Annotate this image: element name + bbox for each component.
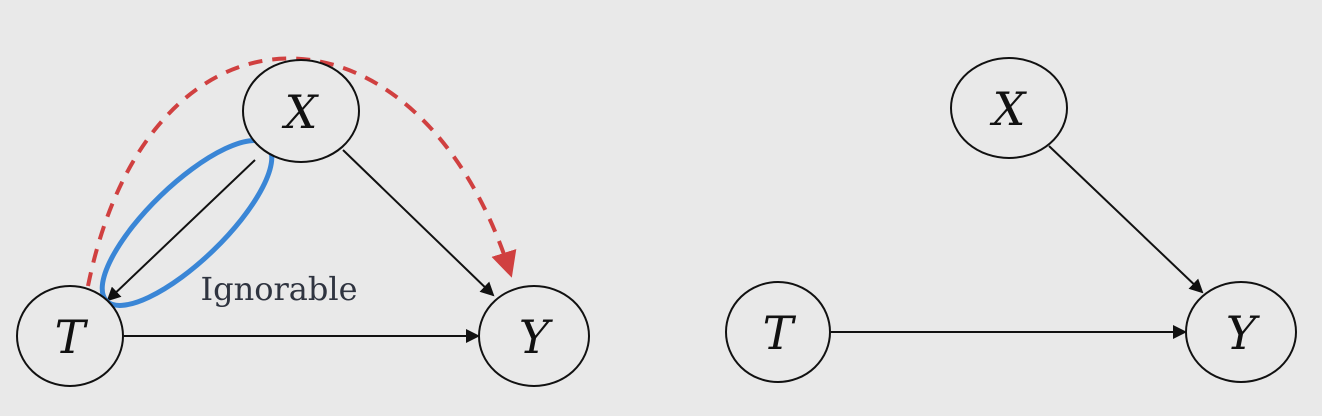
node-y-label: Y — [519, 310, 554, 364]
edge-x-to-t — [106, 159, 256, 302]
node-x-label: X — [282, 85, 320, 139]
right-graph: X T Y — [725, 57, 1297, 383]
edge-x-to-y — [342, 149, 495, 297]
node-t-right-label: T — [763, 306, 797, 360]
node-y-right-label: Y — [1226, 306, 1261, 360]
ignorable-annotation: Ignorable — [200, 270, 357, 308]
node-x: X — [242, 59, 360, 163]
node-t-right: T — [725, 281, 831, 383]
dashed-path-t-to-y — [86, 56, 517, 287]
node-x-right-label: X — [990, 82, 1028, 136]
node-t-label: T — [55, 310, 89, 364]
node-y-right: Y — [1185, 281, 1297, 383]
node-t: T — [16, 285, 124, 387]
left-graph: X T Y Ignorable — [16, 56, 590, 387]
edge-x-to-y-right — [1048, 145, 1204, 294]
node-y: Y — [478, 285, 590, 387]
node-x-right: X — [950, 57, 1068, 159]
